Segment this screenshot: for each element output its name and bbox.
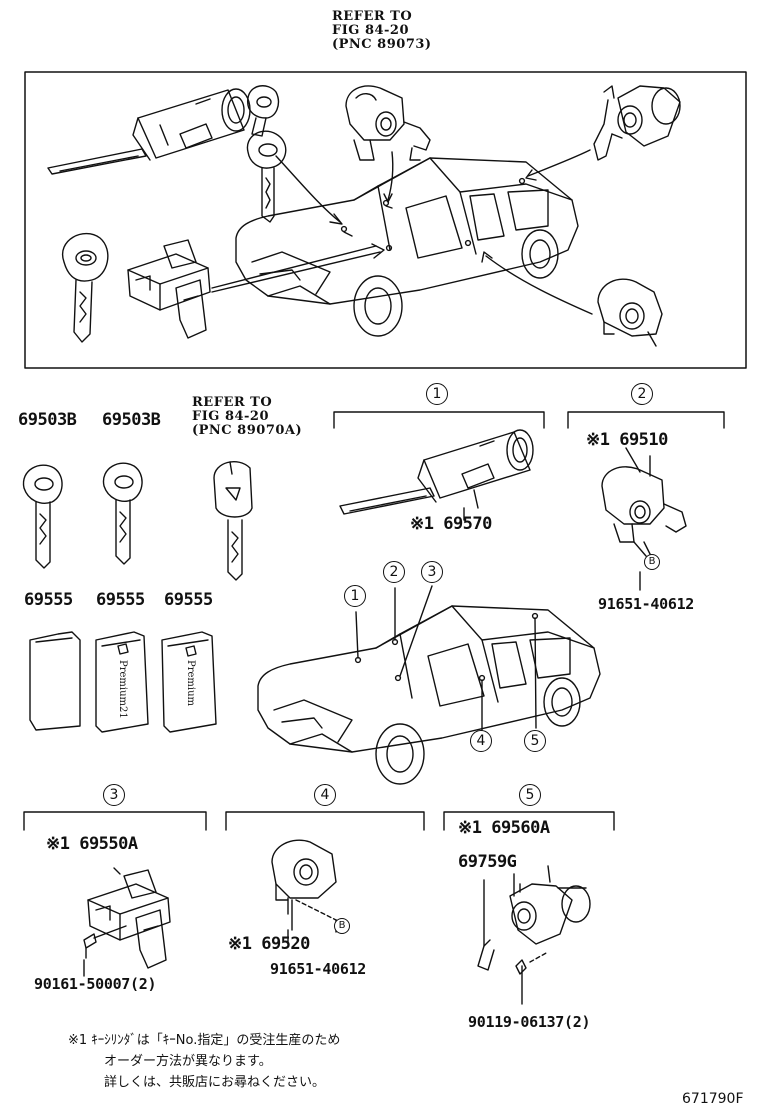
card-label-premium: Premium: [185, 660, 196, 707]
part-label-91651-40612-b: 91651-40612: [270, 960, 367, 978]
key-part-number-1: 69503B: [18, 410, 77, 430]
section-callout-1: 1: [426, 383, 448, 405]
refer-top-line1: REFER TO: [332, 9, 413, 24]
callout-b-section4: B: [334, 918, 350, 934]
part-label-69520: ※1 69520: [228, 934, 310, 954]
mid-keys-illustration: [22, 460, 253, 581]
top-keys-illustration: [246, 85, 287, 223]
top-right-lower-cylinder-illustration: [597, 278, 663, 347]
car-callout-1: 1: [344, 585, 366, 607]
car-callout-4: 4: [470, 730, 492, 752]
footnote-line1: ※1 ｷｰｼﾘﾝﾀﾞは「ｷｰNo.指定」の受注生産のため: [68, 1033, 341, 1048]
footnote-line2: オーダー方法が異なります。: [104, 1054, 272, 1069]
refer-top-line2: FIG 84-20: [332, 23, 410, 38]
part-label-91651-40612-a: 91651-40612: [598, 595, 695, 613]
section5-cylinder-illustration: [477, 865, 591, 1005]
card-part-number-3: 69555: [164, 590, 213, 610]
section-brackets: [23, 411, 725, 831]
section4-cylinder-illustration: [271, 839, 341, 931]
card-label-premium21: Premium21: [117, 660, 128, 719]
part-label-90119-06137: 90119-06137(2): [468, 1013, 591, 1031]
refer-top: REFER TO FIG 84-20 (PNC 89073): [332, 10, 432, 52]
top-right-cylinder-illustration: [593, 85, 681, 161]
key-cards-illustration: [29, 631, 217, 733]
label-leaders: [83, 447, 647, 977]
car-callout-5: 5: [524, 730, 546, 752]
top-leader-arrows: [211, 149, 593, 315]
part-label-69570: ※1 69570: [410, 514, 492, 534]
part-label-69560a: ※1 69560A: [458, 818, 550, 838]
top-switch-assembly-illustration: [127, 239, 211, 339]
top-left-key-illustration: [61, 232, 109, 343]
card-part-number-2: 69555: [96, 590, 145, 610]
top-center-cylinder-illustration: [345, 85, 431, 161]
part-label-69550a: ※1 69550A: [46, 834, 138, 854]
callout-b-section2: B: [644, 554, 660, 570]
overview-frame: [24, 71, 747, 369]
refer-mid: REFER TO FIG 84-20 (PNC 89070A): [192, 396, 302, 438]
card-part-number-1: 69555: [24, 590, 73, 610]
key-part-number-2: 69503B: [102, 410, 161, 430]
figure-id: 671790F: [682, 1091, 744, 1107]
section3-switch-illustration: [83, 869, 171, 969]
ignition-cylinder-illustration: [47, 88, 251, 175]
footnote-line3: 詳しくは、共販店にお尋ねください。: [104, 1075, 326, 1090]
refer-mid-line3: (PNC 89070A): [192, 423, 303, 438]
refer-mid-line2: FIG 84-20: [192, 409, 270, 424]
part-label-69510: ※1 69510: [586, 430, 668, 450]
section-callout-5: 5: [519, 784, 541, 806]
refer-top-line3: (PNC 89073): [332, 37, 432, 52]
section2-cylinder-illustration: [601, 455, 687, 555]
section1-cylinder-illustration: [339, 429, 534, 515]
car-callout-2: 2: [383, 561, 405, 583]
mid-car-illustration: [257, 585, 601, 785]
top-car-illustration: [235, 157, 579, 337]
section-callout-2: 2: [631, 383, 653, 405]
section-callout-3: 3: [103, 784, 125, 806]
car-callout-3: 3: [421, 561, 443, 583]
refer-mid-line1: REFER TO: [192, 395, 273, 410]
section-callout-4: 4: [314, 784, 336, 806]
part-label-69759g: 69759G: [458, 852, 517, 872]
part-label-90161-50007: 90161-50007(2): [34, 975, 157, 993]
